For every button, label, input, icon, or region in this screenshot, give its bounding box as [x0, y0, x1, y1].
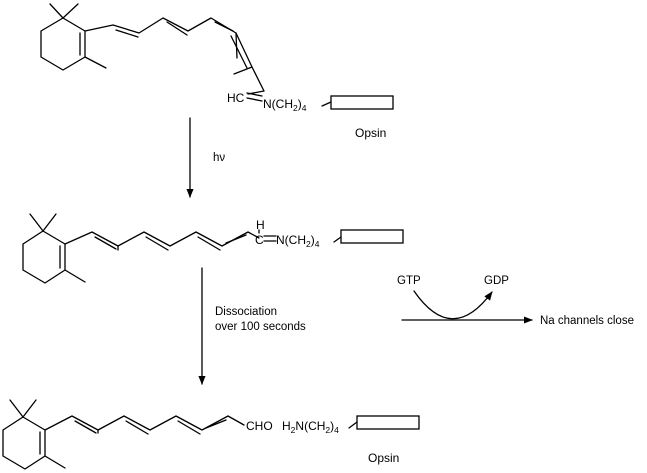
na-channels-close-label: Na channels close [540, 315, 634, 327]
schiff-base-linkage: H C N(CH2)4 [255, 218, 404, 249]
imine-carbon-label: C [255, 233, 264, 247]
transduction-cascade: GTP GDP Na channels close [397, 275, 634, 327]
polyene-chain [44, 415, 245, 435]
trans-retinal-aldehyde-molecule: CHO [2, 399, 273, 470]
polyene-chain [64, 231, 260, 251]
opsin-protein-box [330, 95, 394, 110]
schiff-base-linkage: HC N(CH2)4 Opsin [227, 91, 394, 140]
polyene-chain [84, 17, 265, 95]
imine-h-label: H [256, 218, 265, 232]
linker-label: N(CH2)4 [276, 233, 320, 249]
cis-retinal-opsin-molecule: HC N(CH2)4 Opsin [40, 3, 394, 140]
gdp-label: GDP [484, 275, 509, 287]
imine-carbon-label: HC [227, 91, 245, 105]
cyclohexene-ring [40, 3, 107, 71]
trans-retinal-opsin-molecule: H C N(CH2)4 [22, 213, 404, 284]
opsin-protein-box [356, 415, 420, 430]
gtp-hydrolysis-arrow [413, 290, 493, 320]
gtp-label: GTP [397, 275, 421, 287]
cyclohexene-ring [22, 213, 86, 284]
amine-linker-label: H2N(CH2)4 [282, 419, 339, 435]
opsin-label-bottom: Opsin [368, 451, 399, 465]
dissociation-label-line2: over 100 seconds [215, 321, 306, 333]
linker-label: N(CH2)4 [263, 97, 307, 113]
cyclohexene-ring [2, 399, 66, 470]
light-label: hν [213, 152, 225, 164]
dissociation-label-line1: Dissociation [215, 306, 277, 318]
free-opsin-molecule: H2N(CH2)4 Opsin [282, 415, 420, 465]
opsin-label-top: Opsin [355, 126, 386, 140]
aldehyde-label: CHO [246, 419, 273, 433]
opsin-protein-box [340, 229, 404, 244]
